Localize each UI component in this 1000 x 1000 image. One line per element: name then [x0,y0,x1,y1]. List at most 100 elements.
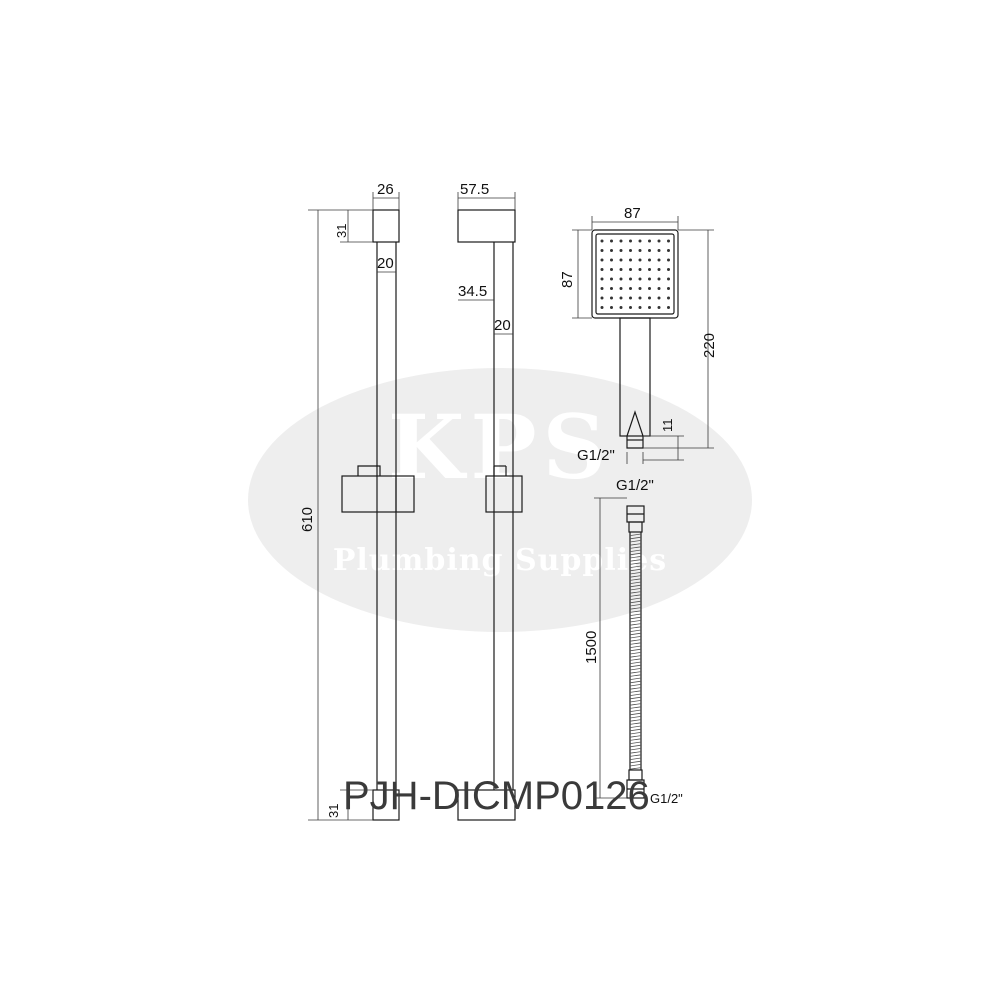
dim-label-31-bottom: 31 [326,804,341,818]
shower-connector [626,410,644,449]
hose-coil-ring [629,719,642,722]
nozzle-dot [619,249,623,252]
hose-coil-ring [629,591,642,594]
hose-coil-ring [629,616,642,620]
nozzle-dot [667,287,670,290]
hose-coil-ring [629,607,642,610]
nozzle-dot [667,306,670,309]
hose-coil-ring [629,709,642,712]
nozzle-dot [667,277,670,281]
shower-nozzles [600,239,670,309]
nozzle-dot [619,268,623,271]
hose-coil [629,532,642,770]
nozzle-dot [667,296,670,300]
nozzle-dot [648,258,651,262]
hose-coil-ring [629,722,642,725]
hose-coil-ring [629,748,642,751]
nozzle-dot [638,239,642,243]
nozzle-dot [629,306,632,309]
nozzle-dot [667,239,670,243]
hose-coil-ring [629,757,642,760]
dim-label-57-5: 57.5 [460,181,489,198]
hose-coil-ring [629,648,642,652]
nozzle-dot [648,296,651,300]
model-code: PJH-DICMP0126 [343,774,650,818]
dim-label-31-top: 31 [334,224,349,238]
nozzle-dot [648,268,651,271]
hose-coil-ring [629,767,642,770]
nozzle-dot [600,277,604,281]
hose-coil-ring [629,725,642,728]
dim-label-1500: 1500 [583,631,600,664]
nozzle-dot [629,287,632,290]
nozzle-dot [619,296,623,300]
nozzle-dot [648,287,651,290]
watermark: KPS Plumbing Supplies [248,368,752,632]
watermark-brand: KPS [388,395,612,499]
watermark-tagline: Plumbing Supplies [333,543,667,578]
hose-coil-ring [629,629,642,632]
side-view-rail [457,209,523,821]
hose-coil-ring [629,559,642,562]
dim-label-11: 11 [660,419,675,433]
hose-coil-ring [629,696,642,700]
front-slider-knob [357,465,381,476]
hose-coil-ring [629,680,642,684]
nozzle-dot [629,296,632,300]
hose-coil-ring [629,613,642,616]
hose-coil-ring [629,658,642,661]
hose-coil-ring [629,693,642,696]
hose-coil-ring [629,604,642,607]
hose-coil-ring [629,533,642,536]
dim-label-26: 26 [377,181,394,198]
nozzle-dot [610,239,613,243]
hose-coil-ring [629,684,642,687]
hose-coil-ring [629,760,642,764]
nozzle-dot [610,258,613,262]
dim-label-20: 20 [377,255,394,272]
nozzle-dot [638,249,642,252]
nozzle-dot [610,277,613,281]
hose-coil-ring [629,751,642,754]
nozzle-dot [619,277,623,281]
hose-coil-ring [629,645,642,648]
hose-coil-ring [629,671,642,674]
hose-coil-ring [629,565,642,568]
nozzle-dot [638,296,642,300]
dim-label-hose-bottom-thread: G1/2" [650,791,683,806]
hose-coil-ring [629,632,642,636]
nozzle-dot [619,239,623,243]
nozzle-dot [600,258,604,262]
hose-coil-ring [629,536,642,540]
hose-coil-ring [629,610,642,613]
hose-coil-ring [629,581,642,584]
nozzle-dot [657,268,661,271]
nozzle-dot [629,239,632,243]
dim-label-87-height: 87 [559,271,576,288]
hose-coil-ring [629,552,642,556]
front-top-bracket [372,209,400,243]
nozzle-dot [600,287,604,290]
nozzle-dot [657,306,661,309]
hose-coil-ring [629,600,642,604]
front-view-dimensions: 26 31 20 610 31 [299,181,400,821]
nozzle-dot [610,296,613,300]
hose-coil-ring [629,674,642,677]
hose-coil-ring [629,584,642,588]
side-view-dimensions: 57.5 34.5 20 [457,181,516,335]
nozzle-dot [667,258,670,262]
hose-coil-ring [629,588,642,591]
hose-coil-ring [629,687,642,690]
nozzle-dot [638,277,642,281]
dim-label-hose-top-thread: G1/2" [616,477,654,494]
hose-coil-ring [629,549,642,552]
nozzle-dot [629,249,632,252]
hose-coil-ring [629,578,642,581]
hand-shower-dimensions: 87 87 220 11 G1/2" [559,205,718,464]
nozzle-dot [629,277,632,281]
hose-coil-ring [629,620,642,623]
hose-top-ferrule [628,521,643,533]
front-bottom-bracket [372,789,400,821]
